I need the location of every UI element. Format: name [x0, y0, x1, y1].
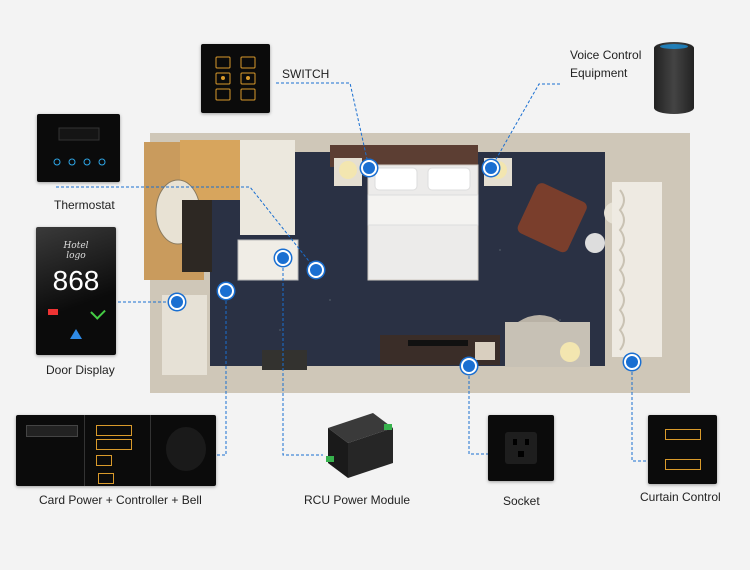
rcu-marker [275, 250, 291, 266]
voice-label-line1: Voice Control [570, 48, 642, 62]
room-number: 868 [52, 265, 100, 296]
armchair [517, 183, 587, 253]
pillow-right [427, 167, 471, 191]
pillow-left [374, 167, 418, 191]
curtain-close-icon [665, 459, 701, 470]
thermostat-marker [308, 262, 324, 278]
socket-marker [461, 358, 477, 374]
switch-buttons-icon [215, 56, 256, 101]
logo-line1: Hotel [63, 241, 89, 251]
thermostat-label: Thermostat [54, 198, 115, 212]
line-card-power [215, 291, 227, 456]
logo-line2: logo [66, 251, 86, 261]
curtain-open-icon [665, 429, 701, 440]
line-voice [490, 83, 560, 169]
entry-mat [262, 350, 307, 370]
curtain-folds [618, 189, 625, 351]
connector-lines [56, 82, 648, 462]
thermostat-controls-icon [53, 127, 106, 166]
curtain-marker [624, 354, 640, 370]
tv [408, 340, 468, 346]
entry-corridor [162, 295, 207, 375]
line-rcu [282, 258, 323, 456]
make-up-room-icon [90, 304, 106, 320]
door-display-label: Door Display [46, 363, 115, 377]
bathroom-fixture [182, 200, 212, 272]
card-power-panels [16, 415, 216, 486]
socket-panel [488, 415, 554, 481]
desk [505, 322, 590, 367]
hotel-logo-text: Hotel logo [36, 241, 116, 261]
switch-panel [201, 44, 270, 113]
curtain-label: Curtain Control [640, 490, 721, 504]
card-power-label: Card Power + Controller + Bell [39, 493, 202, 507]
socket-label: Socket [503, 494, 540, 508]
shower-area [240, 140, 295, 235]
line-curtain [631, 362, 648, 462]
do-not-disturb-icon [48, 309, 58, 315]
line-socket [468, 366, 488, 455]
desk-chair [518, 315, 560, 322]
desk-lamp [560, 342, 580, 362]
smart-speaker-icon [654, 42, 694, 114]
card-slot [26, 425, 78, 437]
door-display-marker [169, 294, 185, 310]
thermostat-panel [37, 114, 120, 182]
rcu-module-icon [318, 408, 396, 480]
switch-marker [361, 160, 377, 176]
console-item [475, 342, 495, 360]
voice-marker [483, 160, 499, 176]
voice-label-line2: Equipment [570, 66, 628, 80]
bell-button-icon [166, 427, 206, 471]
socket-outlet-icon [505, 432, 537, 464]
side-table [585, 233, 605, 253]
duvet-fold [367, 194, 479, 226]
doorbell-icon [70, 329, 82, 339]
controller-buttons-icon [96, 425, 132, 484]
switch-label: SWITCH [282, 67, 330, 81]
door-display-panel: Hotel logo 868 [36, 227, 116, 355]
curtain-control-panel [648, 415, 717, 484]
rcu-label: RCU Power Module [304, 493, 411, 507]
lamp-left [339, 161, 357, 179]
card-power-marker [218, 283, 234, 299]
line-switch [276, 82, 370, 169]
